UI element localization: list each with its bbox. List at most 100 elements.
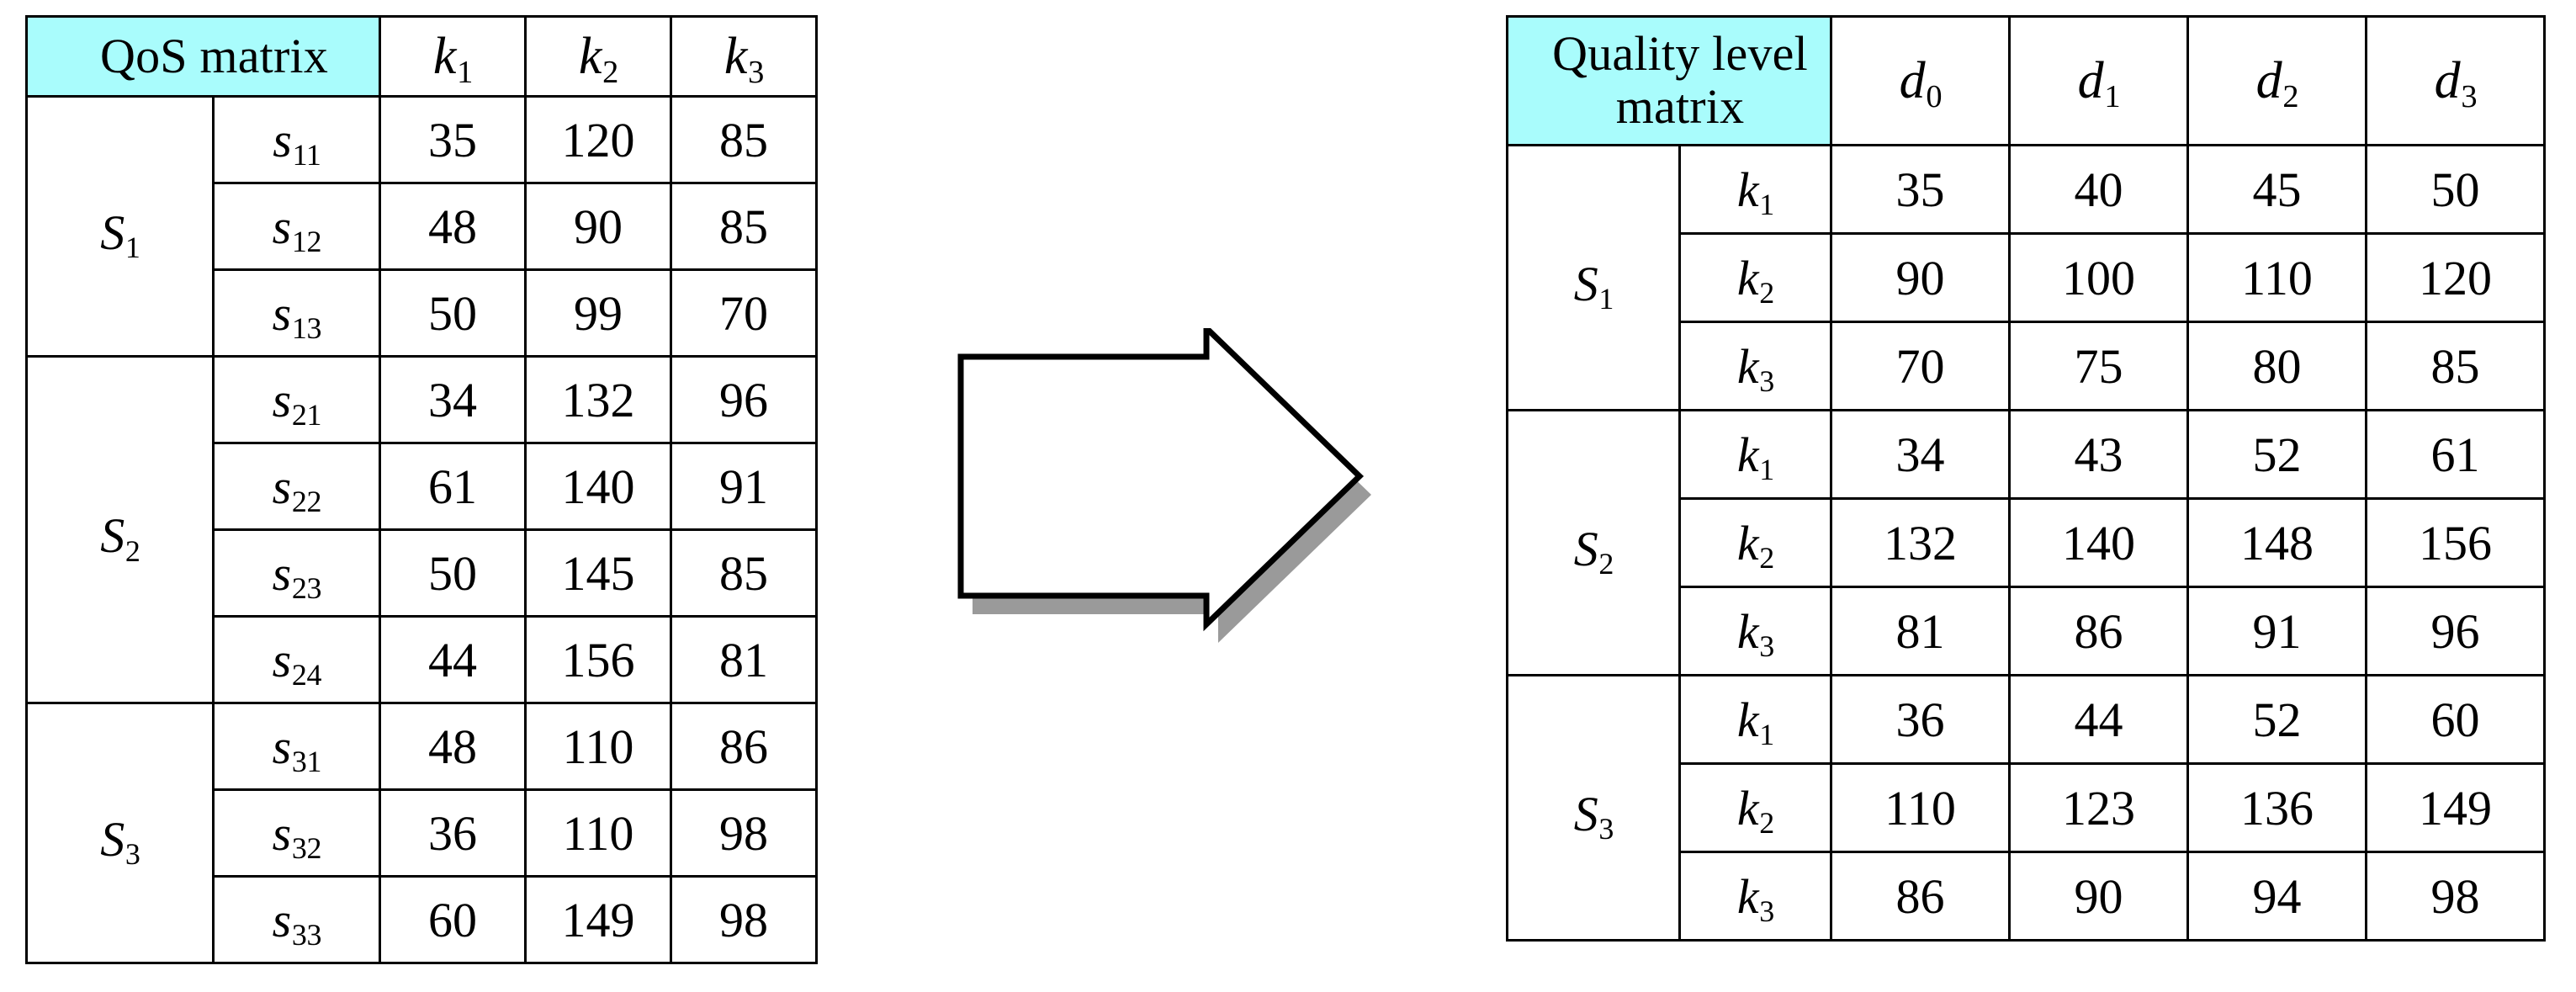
group-label-S3: S3	[25, 702, 215, 964]
cell-value: 45	[2186, 144, 2368, 235]
cell-value: 149	[524, 875, 673, 964]
cell-value: 44	[379, 615, 527, 704]
cell-value: 156	[524, 615, 673, 704]
row-label-s32: s32	[211, 788, 382, 878]
column-header-d2: d2	[2186, 15, 2368, 146]
row-label-k3: k3	[1678, 851, 1833, 942]
cell-value: 60	[2365, 674, 2547, 765]
cell-value: 98	[2365, 851, 2547, 942]
row-label-s33: s33	[211, 875, 382, 964]
group-label-S3: S3	[1506, 674, 1681, 942]
cell-value: 91	[670, 442, 819, 531]
cell-value: 85	[670, 528, 819, 618]
cell-value: 50	[379, 268, 527, 358]
cell-value: 70	[1830, 321, 2012, 411]
cell-value: 81	[670, 615, 819, 704]
column-header-k1: k1	[379, 15, 527, 98]
group-label-S1: S1	[1506, 144, 1681, 411]
cell-value: 140	[2008, 497, 2190, 588]
transformation-arrow	[942, 328, 1413, 682]
cell-value: 90	[1830, 232, 2012, 323]
row-label-k1: k1	[1678, 144, 1833, 235]
cell-value: 40	[2008, 144, 2190, 235]
cell-value: 75	[2008, 321, 2190, 411]
cell-value: 149	[2365, 762, 2547, 853]
cell-value: 96	[670, 355, 819, 444]
cell-value: 52	[2186, 674, 2368, 765]
cell-value: 35	[1830, 144, 2012, 235]
row-label-s11: s11	[211, 95, 382, 184]
cell-value: 50	[379, 528, 527, 618]
right-block-arrow-icon	[957, 328, 1371, 643]
group-label-S2: S2	[25, 355, 215, 704]
cell-value: 132	[524, 355, 673, 444]
cell-value: 85	[670, 95, 819, 184]
cell-value: 90	[2008, 851, 2190, 942]
cell-value: 148	[2186, 497, 2368, 588]
row-label-s13: s13	[211, 268, 382, 358]
cell-value: 86	[1830, 851, 2012, 942]
row-label-k3: k3	[1678, 586, 1833, 676]
cell-value: 110	[524, 788, 673, 878]
cell-value: 91	[2186, 586, 2368, 676]
cell-value: 136	[2186, 762, 2368, 853]
cell-value: 140	[524, 442, 673, 531]
cell-value: 43	[2008, 409, 2190, 500]
cell-value: 120	[2365, 232, 2547, 323]
row-label-s23: s23	[211, 528, 382, 618]
cell-value: 86	[2008, 586, 2190, 676]
cell-value: 100	[2008, 232, 2190, 323]
cell-value: 34	[1830, 409, 2012, 500]
column-header-k2: k2	[524, 15, 673, 98]
row-label-k3: k3	[1678, 321, 1833, 411]
cell-value: 98	[670, 788, 819, 878]
column-header-k3: k3	[670, 15, 819, 98]
cell-value: 96	[2365, 586, 2547, 676]
cell-value: 52	[2186, 409, 2368, 500]
row-label-k2: k2	[1678, 497, 1833, 588]
cell-value: 94	[2186, 851, 2368, 942]
cell-value: 50	[2365, 144, 2547, 235]
cell-value: 35	[379, 95, 527, 184]
row-label-s21: s21	[211, 355, 382, 444]
row-label-k2: k2	[1678, 762, 1833, 853]
cell-value: 85	[2365, 321, 2547, 411]
row-label-k1: k1	[1678, 409, 1833, 500]
cell-value: 61	[2365, 409, 2547, 500]
matrix-title-line-2: matrix	[1615, 79, 1745, 134]
cell-value: 123	[2008, 762, 2190, 853]
matrix-title-line-1: Quality level	[1552, 26, 1808, 82]
cell-value: 156	[2365, 497, 2547, 588]
row-label-k1: k1	[1678, 674, 1833, 765]
cell-value: 110	[524, 702, 673, 791]
cell-value: 60	[379, 875, 527, 964]
cell-value: 120	[524, 95, 673, 184]
matrix-title-cell: QoS matrix	[24, 15, 382, 98]
cell-value: 145	[524, 528, 673, 618]
row-label-s24: s24	[211, 615, 382, 704]
column-header-d1: d1	[2008, 15, 2190, 146]
cell-value: 81	[1830, 586, 2012, 676]
column-header-d0: d0	[1830, 15, 2012, 146]
